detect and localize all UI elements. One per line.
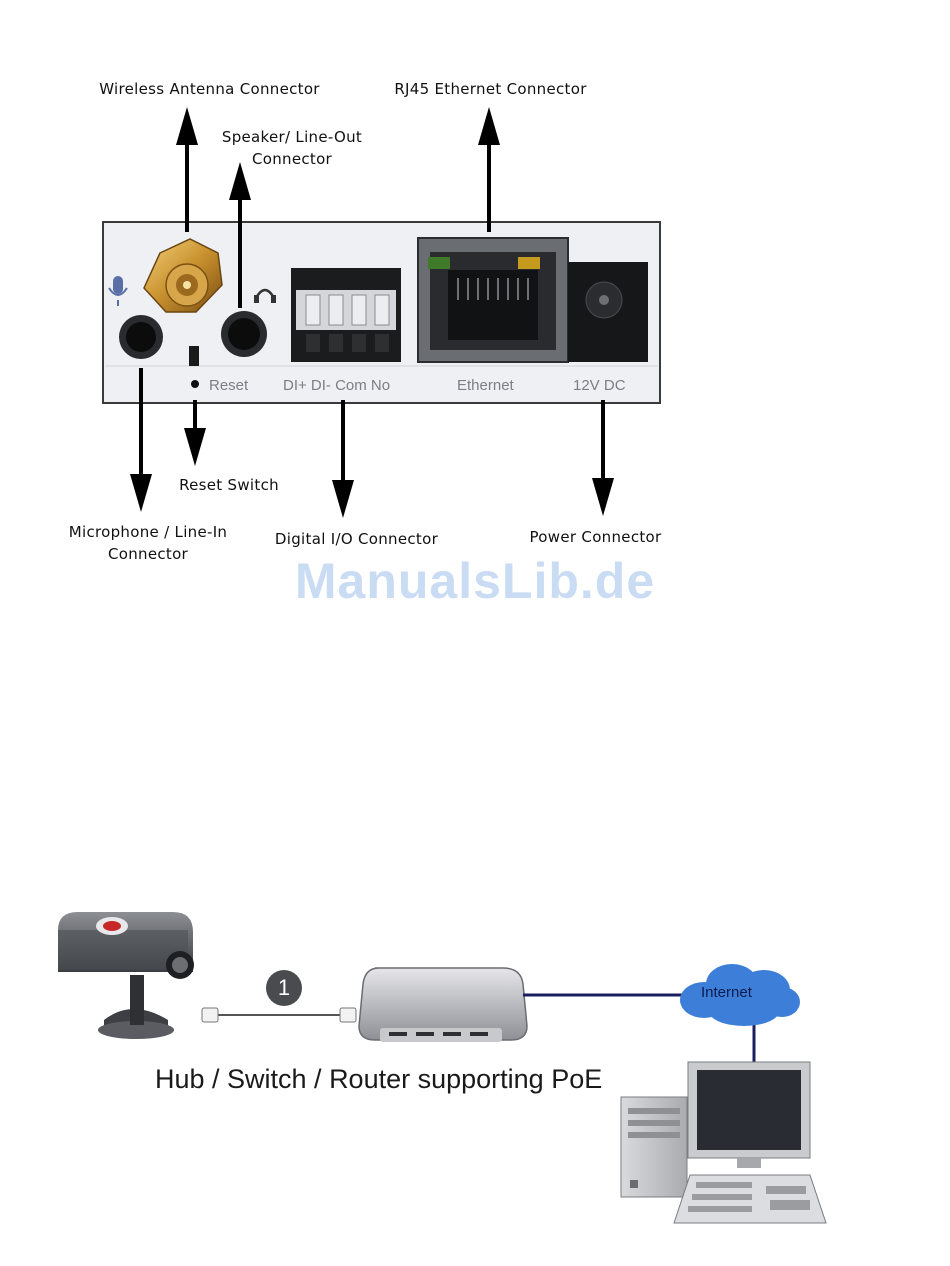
speaker-label-line1: Speaker/ Line-Out — [208, 126, 376, 148]
wireless-antenna-label: Wireless Antenna Connector — [82, 80, 337, 98]
rj45-label: RJ45 Ethernet Connector — [378, 80, 603, 98]
ip-camera — [58, 912, 194, 1039]
poe-switch — [359, 968, 527, 1042]
speaker-label-line2: Connector — [208, 148, 376, 170]
computer-monitor — [688, 1062, 810, 1168]
power-connector-label: Power Connector — [518, 528, 673, 546]
microphone-jack — [119, 315, 163, 359]
panel-label-power: 12V DC — [573, 377, 626, 394]
digital-io-label: Digital I/O Connector — [259, 530, 454, 548]
ethernet-cable — [202, 1008, 356, 1022]
panel-label-dio: DI+ DI- Com No — [283, 377, 390, 394]
computer-keyboard — [674, 1175, 826, 1223]
panel-label-ethernet: Ethernet — [457, 377, 514, 394]
step-number: 1 — [266, 970, 302, 1006]
reset-switch-label: Reset Switch — [170, 476, 288, 494]
poe-switch-caption: Hub / Switch / Router supporting PoE — [155, 1064, 602, 1095]
rj45-port — [418, 238, 568, 362]
watermark: ManualsLib.de — [0, 552, 950, 610]
speaker-label: Speaker/ Line-Out Connector — [208, 126, 376, 170]
computer-tower — [621, 1097, 687, 1197]
panel-label-reset: Reset — [209, 377, 248, 394]
digital-io-terminal-block — [291, 268, 401, 362]
internet-label: Internet — [701, 984, 752, 1001]
microphone-label-line1: Microphone / Line-In — [54, 521, 242, 543]
power-jack — [568, 262, 648, 362]
speaker-jack — [221, 311, 267, 357]
